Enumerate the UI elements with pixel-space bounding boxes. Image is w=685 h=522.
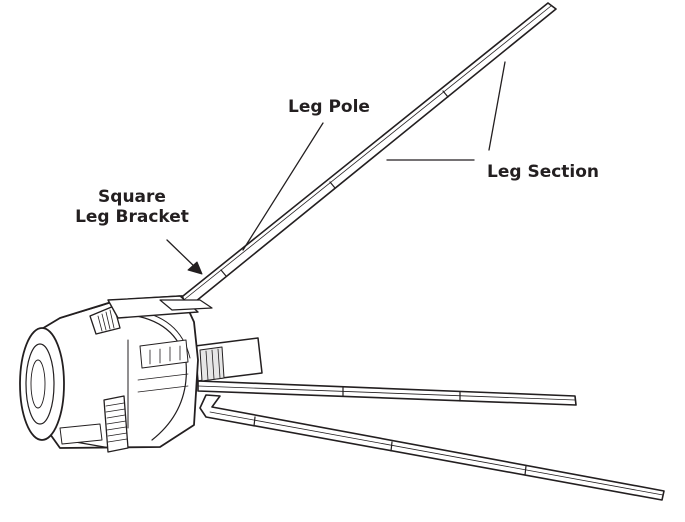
square-leg-bracket-label-line2: Leg Bracket [75, 207, 189, 227]
middle-leg-joints [342, 386, 461, 402]
hub-body [19, 295, 263, 453]
leg-section-label: Leg Section [487, 162, 600, 182]
square-leg-bracket [107, 295, 213, 319]
upper-leg-pole [159, 2, 557, 314]
arrow-icon [187, 261, 203, 275]
bottom-lower-leg [199, 394, 665, 501]
leg-pole-leader [242, 122, 324, 251]
leg-section-leader-upper [488, 61, 506, 151]
leg-pole-label: Leg Pole [288, 97, 370, 117]
square-bracket-leader [166, 239, 197, 269]
middle-lower-leg [197, 380, 577, 406]
leg-section-joints [220, 90, 449, 277]
square-leg-bracket-label: Square Leg Bracket [74, 187, 190, 227]
bottom-leg-joints [253, 416, 527, 476]
callout-leaders [166, 61, 506, 269]
square-leg-bracket-label-line1: Square [98, 187, 166, 207]
clip-ridges [105, 402, 128, 443]
top-grip-ridges [97, 309, 115, 332]
